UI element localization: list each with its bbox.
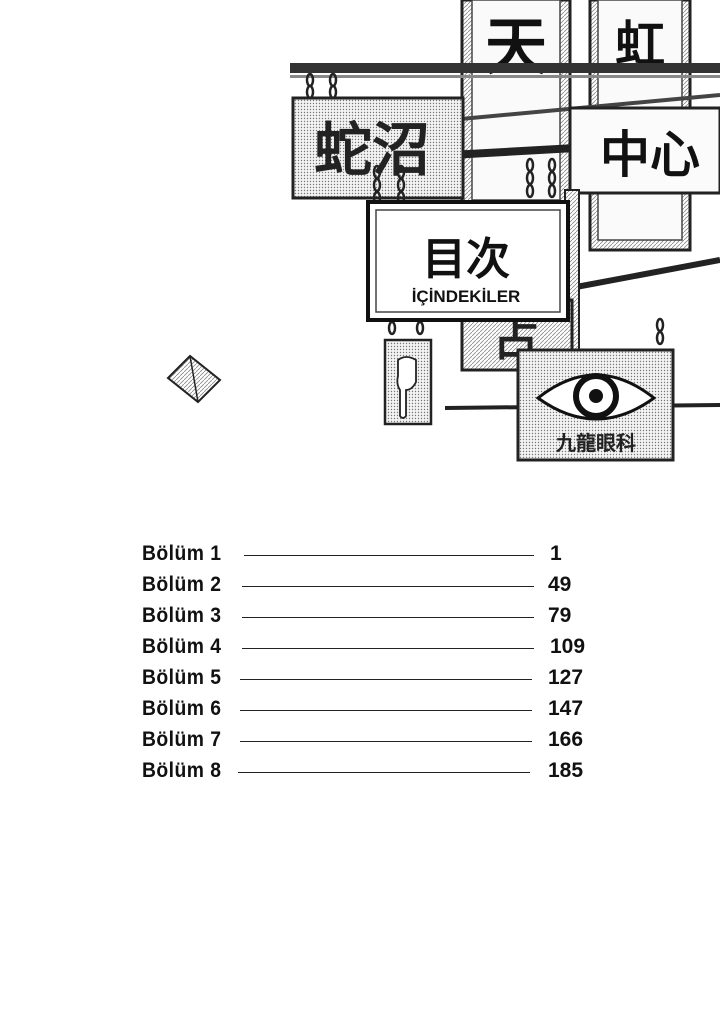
toc-leader-line	[240, 710, 532, 711]
toc-entry[interactable]: Bölüm 4 109	[142, 633, 602, 664]
left-banner-text: 蛇沼	[314, 116, 430, 184]
right-banner-sign: 中心	[568, 106, 720, 195]
toc-entry[interactable]: Bölüm 1 1	[142, 540, 602, 571]
chains	[305, 72, 665, 346]
toc-leader-line	[242, 617, 534, 618]
title-sign: 目次 İÇİNDEKİLER	[366, 200, 570, 322]
toc-page-number: 166	[548, 728, 584, 751]
eye-clinic-sign: 九龍眼科	[516, 348, 675, 462]
toc-entry[interactable]: Bölüm 5 127	[142, 664, 602, 695]
toc-page-number: 79	[548, 604, 572, 627]
signboard-illustration: 天 虹 蛇沼 中心 占 目次	[166, 0, 720, 462]
diamond-ornament	[166, 354, 222, 404]
toc-chapter-label: Bölüm 8	[142, 759, 222, 782]
toc-chapter-label: Bölüm 4	[142, 635, 222, 658]
vertical-sign-left: 天	[460, 0, 572, 212]
toc-entry[interactable]: Bölüm 7 166	[142, 726, 602, 757]
toc-chapter-label: Bölüm 3	[142, 604, 222, 627]
toc-leader-line	[240, 741, 532, 742]
pointing-hand-sign	[383, 338, 433, 426]
toc-leader-line	[244, 555, 534, 556]
toc-chapter-label: Bölüm 2	[142, 573, 222, 596]
title-text: İÇİNDEKİLER	[412, 287, 521, 306]
toc-chapter-label: Bölüm 1	[142, 542, 222, 565]
toc-page-number: 185	[548, 759, 584, 782]
toc-entry[interactable]: Bölüm 3 79	[142, 602, 602, 633]
toc-page-number: 109	[550, 635, 586, 658]
eye-sign-text: 九龍眼科	[555, 431, 636, 455]
left-banner-sign: 蛇沼	[291, 96, 465, 200]
toc-entry[interactable]: Bölüm 2 49	[142, 571, 602, 602]
right-banner-text: 中心	[600, 125, 700, 184]
title-kanji: 目次	[422, 234, 510, 285]
toc-page-number: 1	[550, 542, 562, 565]
toc-chapter-label: Bölüm 5	[142, 666, 222, 689]
toc-entry[interactable]: Bölüm 8 185	[142, 757, 602, 788]
toc-page-number: 49	[548, 573, 572, 596]
toc-entry[interactable]: Bölüm 6 147	[142, 695, 602, 726]
table-of-contents: Bölüm 1 1 Bölüm 2 49 Bölüm 3 79 Bölüm 4 …	[142, 540, 602, 788]
toc-chapter-label: Bölüm 7	[142, 728, 222, 751]
toc-leader-line	[240, 679, 532, 680]
toc-leader-line	[242, 648, 534, 649]
toc-page-number: 147	[548, 697, 584, 720]
toc-chapter-label: Bölüm 6	[142, 697, 222, 720]
toc-leader-line	[238, 772, 530, 773]
toc-page-number: 127	[548, 666, 584, 689]
toc-leader-line	[242, 586, 534, 587]
